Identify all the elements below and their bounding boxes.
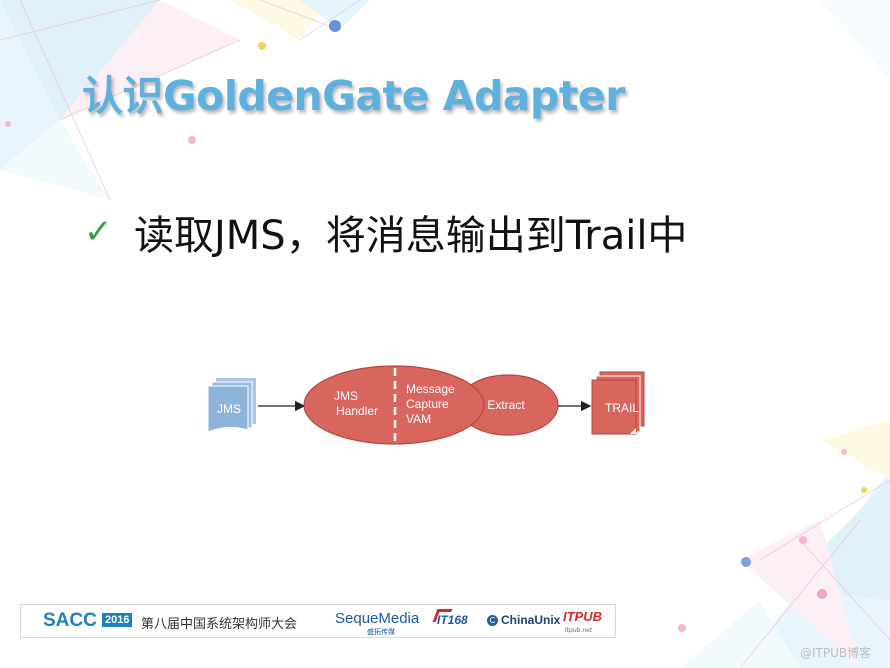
trail-label: TRAIL bbox=[605, 401, 639, 415]
extract-label: Extract bbox=[487, 398, 525, 412]
bullet-text: 读取JMS，将消息输出到Trail中 bbox=[134, 213, 688, 259]
checkmark-icon: ✓ bbox=[84, 212, 113, 252]
sacc-logo: SACC bbox=[43, 610, 97, 631]
watermark: @ITPUB博客 bbox=[800, 646, 872, 660]
conference-name: 第八届中国系统架构师大会 bbox=[141, 617, 298, 632]
slide-title: 认识GoldenGate Adapter bbox=[82, 72, 625, 120]
trail-node: TRAIL bbox=[591, 371, 645, 435]
vam-label-line2: Capture bbox=[406, 397, 449, 411]
itpub-subtitle: itpub.net bbox=[565, 627, 593, 634]
chinaunix-icon: C bbox=[487, 615, 498, 626]
handler-label-line1: JMS bbox=[334, 389, 358, 403]
itpub-logo: ITPUB bbox=[563, 609, 602, 624]
handler-label-line2: Handler bbox=[336, 404, 378, 418]
jms-source-node: JMS bbox=[207, 378, 256, 433]
it168-logo: IT168 bbox=[437, 613, 468, 627]
jms-label: JMS bbox=[217, 402, 241, 416]
seque-media-logo: SequeMedia bbox=[335, 610, 420, 627]
sacc-year-badge: 2016 bbox=[102, 613, 133, 627]
bullet-item: ✓ 读取JMS，将消息输出到Trail中 bbox=[84, 202, 687, 262]
vam-label-line1: Message bbox=[406, 382, 455, 396]
architecture-diagram: JMS Extract JMS Handler Message Capture … bbox=[207, 365, 645, 445]
chinaunix-logo: ChinaUnix bbox=[501, 613, 561, 627]
footer-logo-bar: SACC 2016 第八届中国系统架构师大会 SequeMedia 盛拓传媒 I… bbox=[20, 604, 616, 638]
handler-vam-node bbox=[303, 365, 485, 445]
seque-media-subtitle: 盛拓传媒 bbox=[367, 628, 395, 636]
vam-label-line3: VAM bbox=[406, 412, 431, 426]
